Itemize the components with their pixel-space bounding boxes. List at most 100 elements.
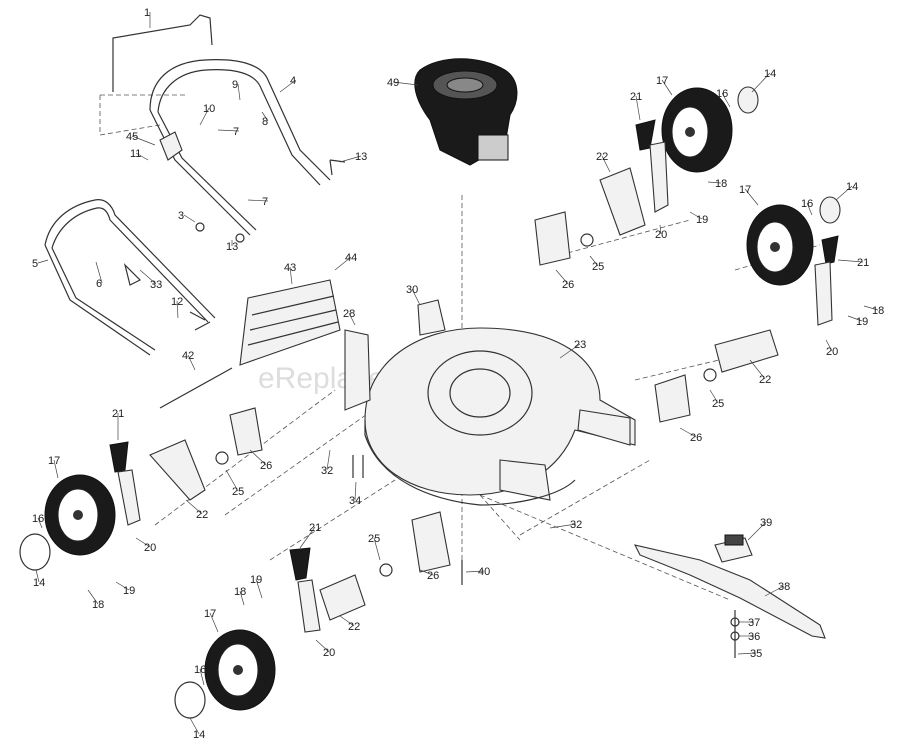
- part-label: 13: [226, 240, 238, 253]
- part-number: 13: [226, 241, 238, 253]
- part-number: 28: [343, 308, 355, 320]
- part-number: 32: [570, 519, 582, 531]
- part-label: 1: [144, 7, 151, 28]
- washer: [379, 563, 393, 577]
- leader-line: [863, 305, 879, 311]
- leader-line: [326, 449, 331, 471]
- part-label: 25: [709, 389, 724, 410]
- lower-handle: [44, 199, 216, 356]
- part-label: 35: [737, 648, 762, 660]
- part-label: 10: [199, 103, 215, 126]
- leader-line: [115, 581, 130, 591]
- part-number: 18: [92, 599, 104, 611]
- part-label: 16: [194, 664, 206, 686]
- leader-line: [419, 569, 434, 576]
- leader-line: [339, 155, 362, 163]
- part-number: 16: [716, 88, 728, 100]
- leader-line: [247, 199, 269, 202]
- part-number: 14: [33, 577, 45, 589]
- wheel-adjuster: [297, 579, 321, 633]
- leader-line: [679, 427, 697, 438]
- part-label: 20: [135, 537, 156, 554]
- part-number: 49: [387, 77, 399, 89]
- part-label: 36: [738, 631, 760, 643]
- part-number: 22: [759, 374, 771, 386]
- part-number: 35: [750, 648, 762, 660]
- part-number: 5: [32, 258, 38, 270]
- part-label: 40: [465, 566, 490, 578]
- part-label: 3: [178, 210, 196, 223]
- part-number: 26: [690, 432, 702, 444]
- part-number: 45: [126, 131, 138, 143]
- leader-line: [225, 469, 239, 492]
- part-number: 14: [846, 181, 858, 193]
- part-label: 49: [387, 77, 419, 89]
- part-number: 14: [764, 68, 776, 80]
- leader-line: [465, 570, 485, 573]
- leader-line: [806, 202, 813, 216]
- wheel-adjuster: [649, 141, 669, 213]
- part-label: 33: [139, 269, 162, 291]
- part-label: 25: [589, 255, 604, 273]
- part-number: 18: [872, 305, 884, 317]
- part-label: 7: [217, 126, 239, 138]
- part-label: 14: [835, 181, 858, 201]
- part-number: 9: [232, 79, 238, 91]
- adjuster-plate: [534, 211, 571, 266]
- leader-line: [659, 224, 662, 235]
- leader-line: [279, 79, 297, 93]
- part-number: 33: [150, 279, 162, 291]
- leader-line: [751, 72, 771, 93]
- part-label: 22: [596, 151, 611, 173]
- part-number: 13: [355, 151, 367, 163]
- axle-tube: [714, 329, 779, 373]
- part-number: 20: [826, 346, 838, 358]
- part-label: 16: [32, 513, 44, 529]
- leader-line: [237, 83, 241, 101]
- part-label: 37: [738, 617, 760, 629]
- part-label: 20: [825, 339, 838, 358]
- leader-line: [835, 185, 853, 201]
- part-number: 26: [562, 279, 574, 291]
- leader-line: [744, 188, 759, 206]
- part-label: 6: [95, 261, 103, 290]
- leader-line: [334, 256, 352, 271]
- part-label: 5: [32, 258, 49, 270]
- part-label: 12: [171, 296, 183, 319]
- upper-handle: [112, 14, 346, 243]
- part-number: 23: [574, 339, 586, 351]
- part-number: 22: [196, 509, 208, 521]
- part-label: 14: [33, 569, 45, 589]
- part-number: 43: [284, 262, 296, 274]
- part-label: 32: [549, 519, 582, 531]
- leader-line: [737, 652, 757, 655]
- leader-line: [135, 537, 151, 548]
- part-label: 39: [747, 517, 772, 541]
- hub-cap: [19, 533, 51, 571]
- part-label: 16: [716, 88, 731, 108]
- leader-line: [373, 537, 381, 561]
- part-number: 17: [656, 75, 668, 87]
- leader-line: [139, 269, 157, 285]
- leader-line: [825, 339, 833, 352]
- part-label: 23: [559, 339, 586, 359]
- leader-line: [209, 612, 219, 633]
- leader-line: [749, 359, 766, 380]
- hub-cap: [819, 196, 841, 224]
- part-label: 18: [234, 586, 246, 606]
- part-number: 39: [760, 517, 772, 529]
- leader-line: [559, 343, 581, 359]
- part-number: 17: [204, 608, 216, 620]
- hub-cap: [174, 681, 206, 719]
- washer: [703, 368, 717, 382]
- part-label: 18: [87, 589, 104, 611]
- leader-line: [707, 181, 722, 184]
- part-number: 14: [193, 729, 205, 741]
- part-label: 7: [247, 196, 269, 208]
- part-number: 19: [250, 574, 262, 586]
- wheel-rear-left: [204, 629, 276, 711]
- leader-line: [183, 214, 196, 223]
- part-number: 20: [655, 229, 667, 241]
- wheel-adjuster: [117, 469, 141, 526]
